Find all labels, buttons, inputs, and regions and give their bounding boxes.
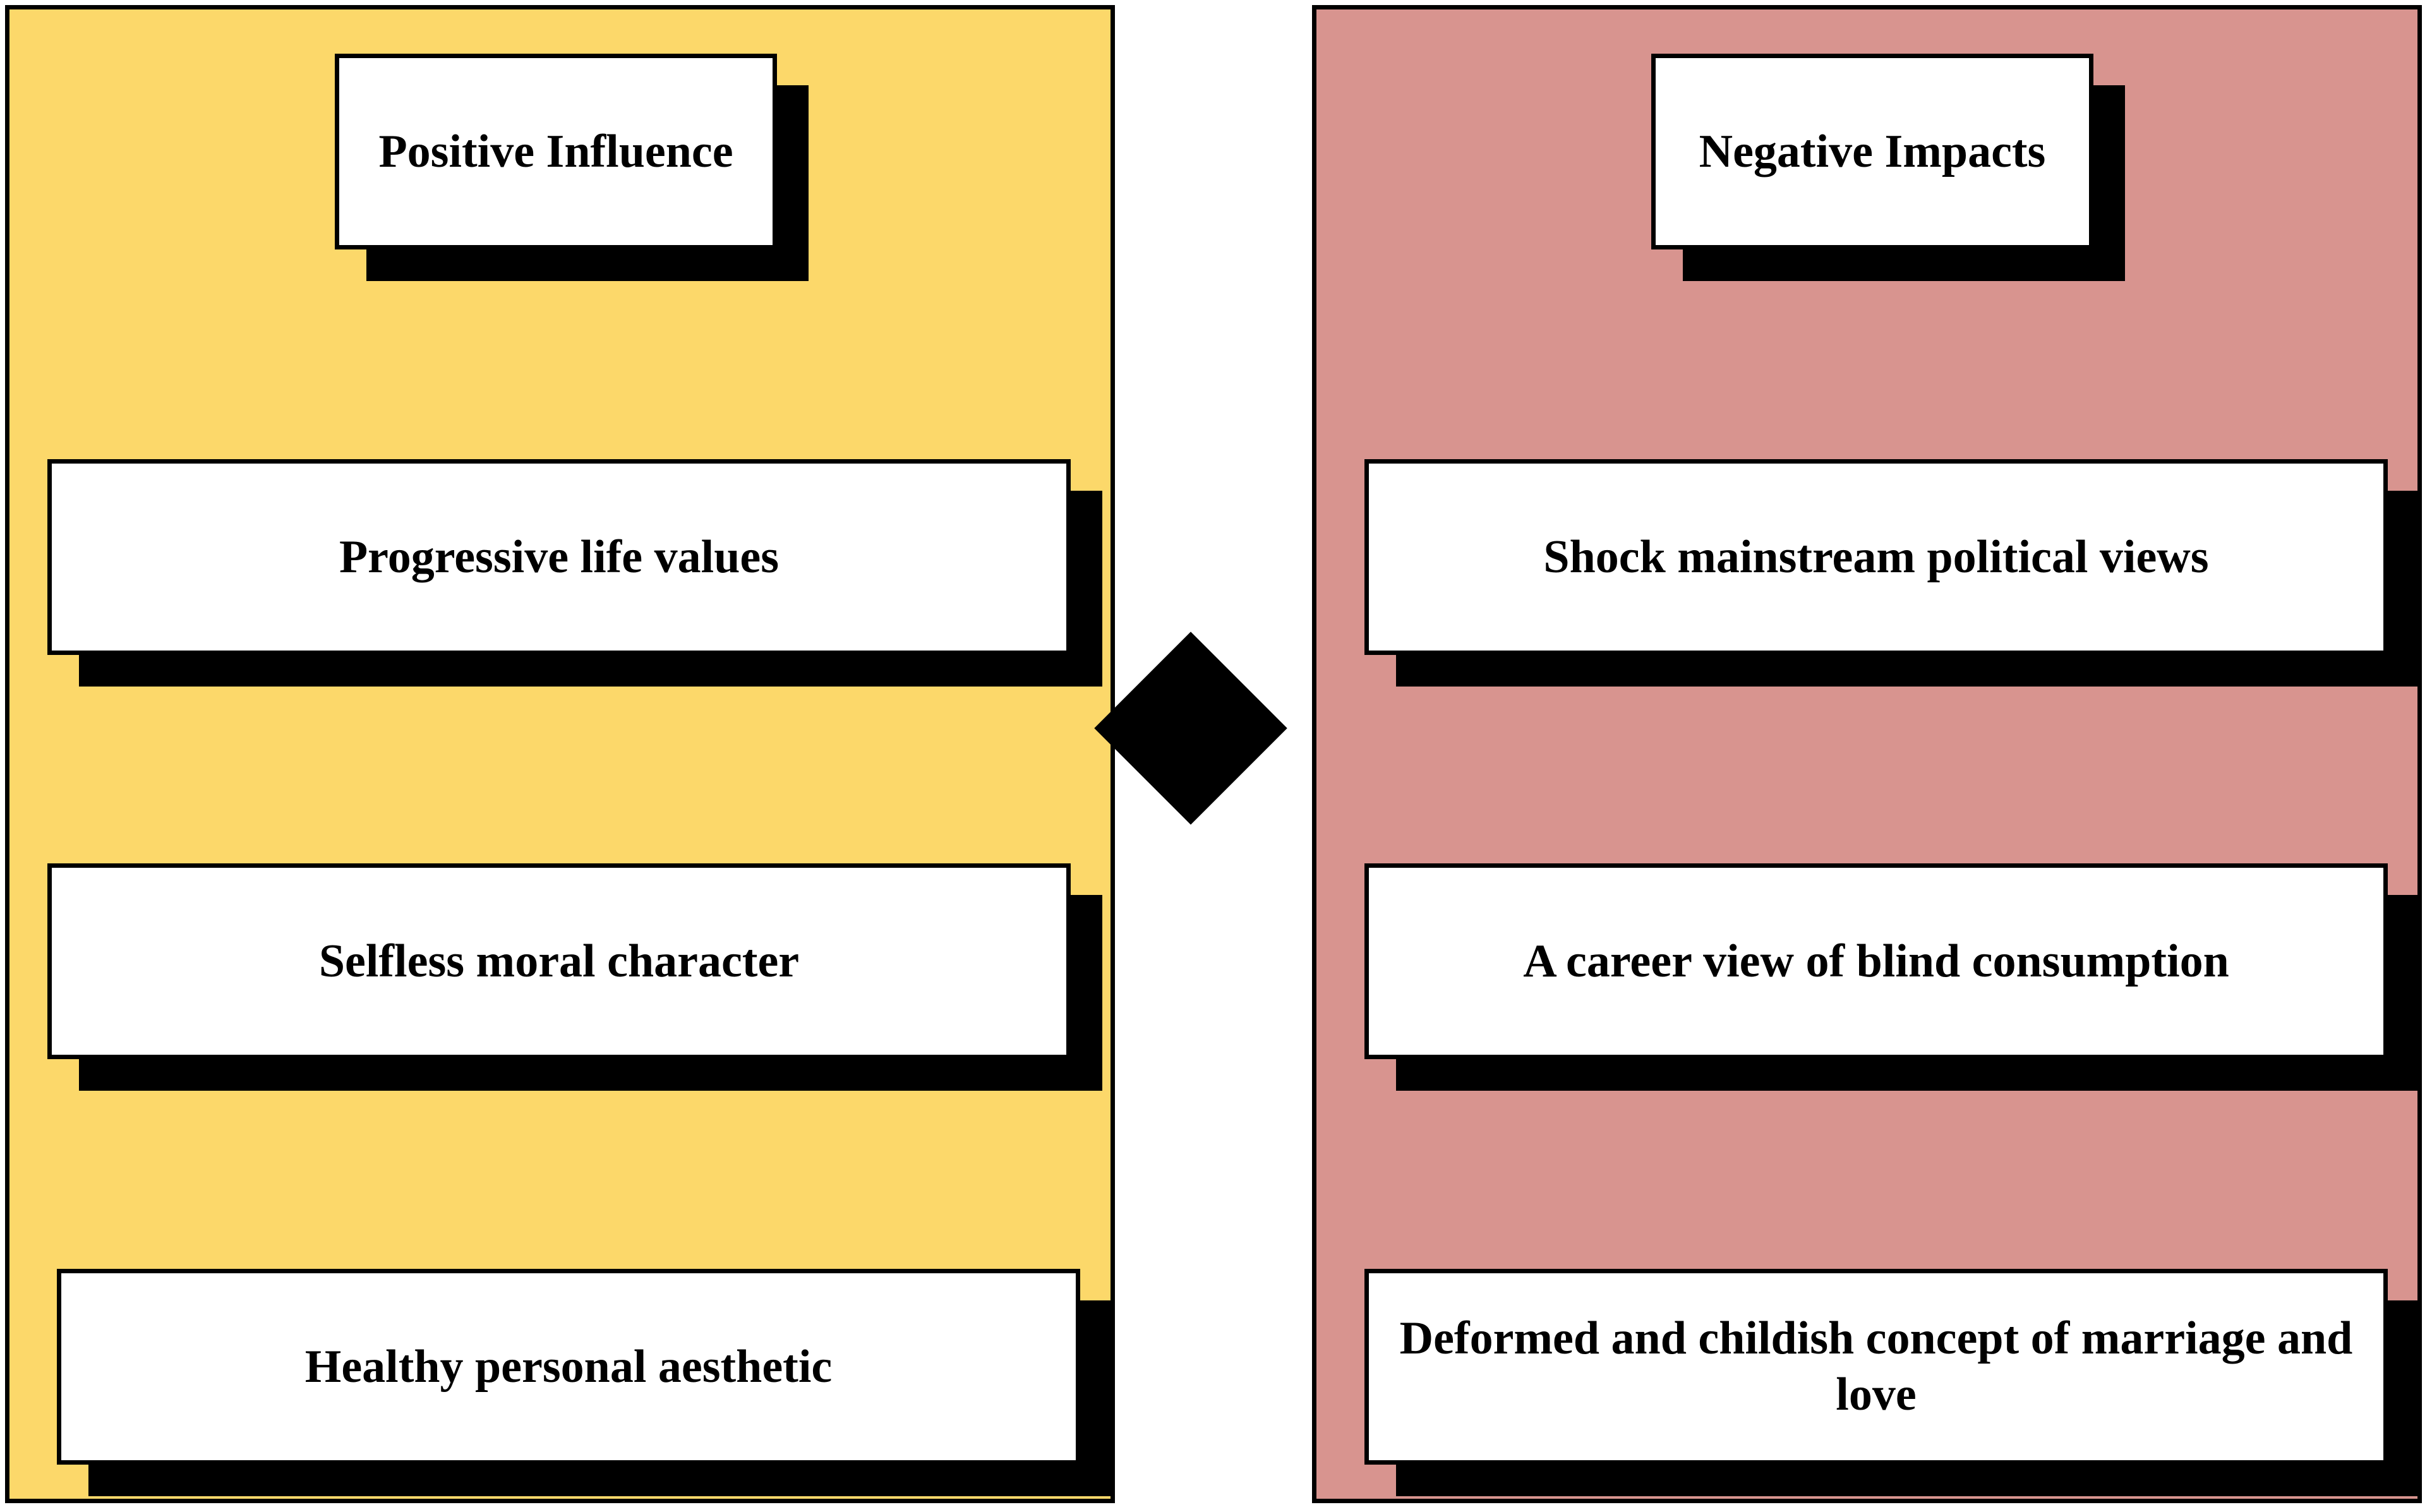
diamond-connector [1094, 632, 1287, 825]
positive-item-progressive-life-values: Progressive life values [47, 459, 1071, 655]
negative-impacts-title: Negative Impacts [1651, 54, 2093, 249]
negative-impacts-panel: Negative Impacts Shock mainstream politi… [1312, 5, 2422, 1503]
negative-item-shock-political-views: Shock mainstream political views [1364, 459, 2388, 655]
positive-influence-panel: Positive Influence Progressive life valu… [5, 5, 1115, 1503]
positive-influence-title: Positive Influence [335, 54, 777, 249]
positive-item-selfless-moral-character: Selfless moral character [47, 863, 1071, 1059]
negative-item-marriage-and-love: Deformed and childish concept of marriag… [1364, 1269, 2388, 1465]
positive-item-healthy-personal-aesthetic: Healthy personal aesthetic [57, 1269, 1080, 1465]
negative-item-blind-consumption: A career view of blind consumption [1364, 863, 2388, 1059]
